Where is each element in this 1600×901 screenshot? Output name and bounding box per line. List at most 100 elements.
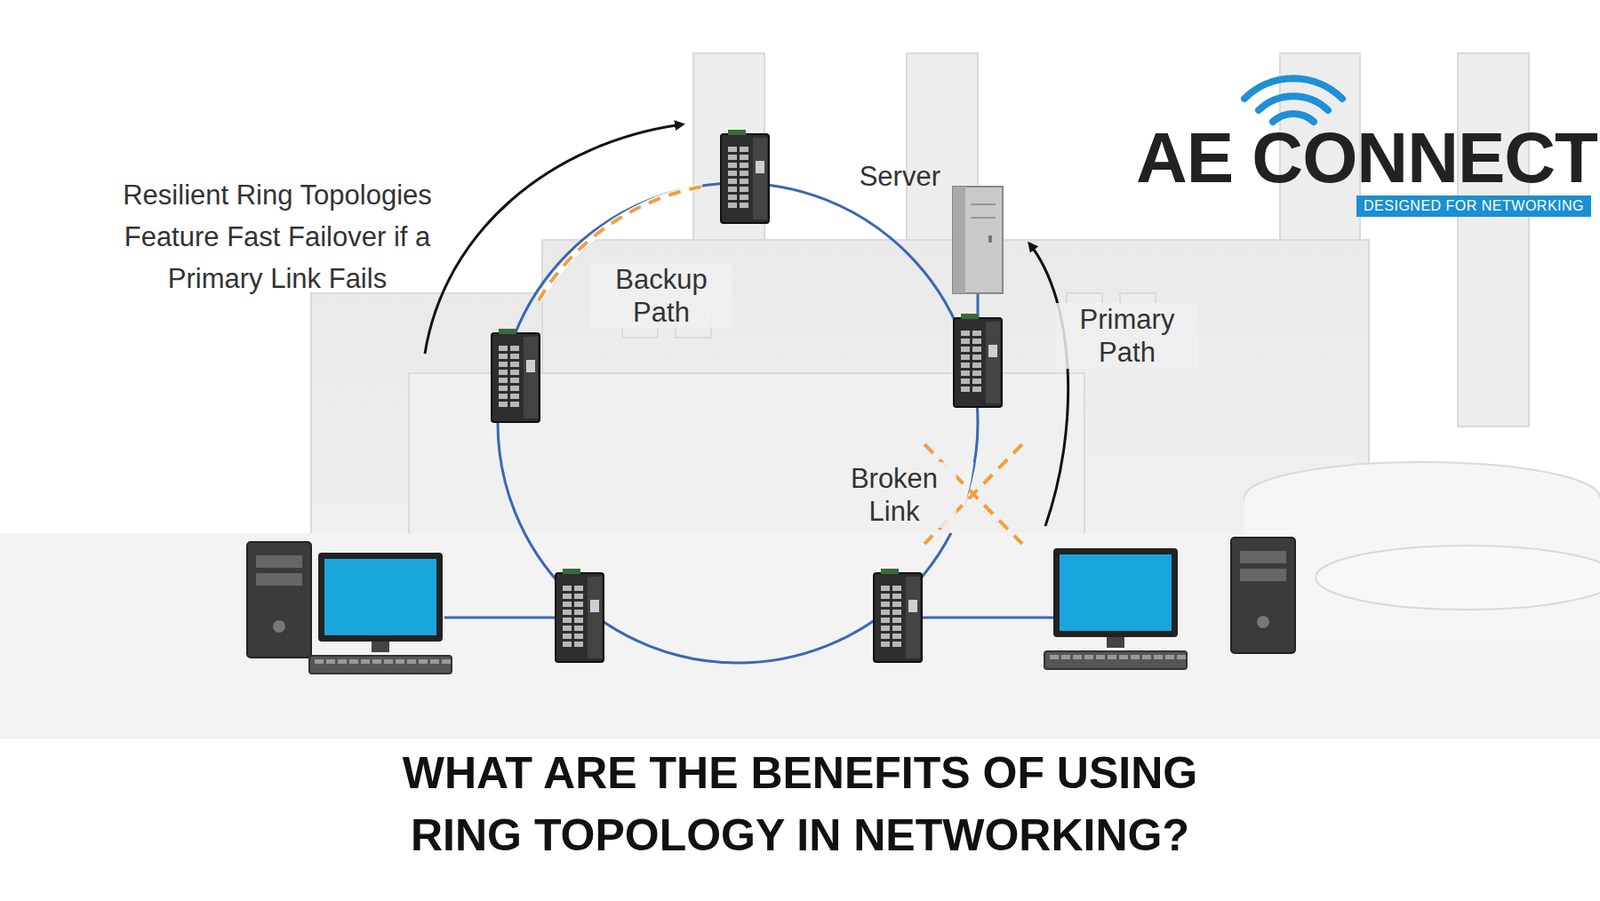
shape-part: [728, 154, 737, 160]
shape-part: [972, 346, 982, 352]
shape-part: [880, 617, 890, 624]
shape-part: [739, 162, 749, 168]
shape-part: [739, 194, 749, 200]
shape-part: [1096, 655, 1105, 660]
shape-part: [739, 186, 749, 192]
shape-part: [574, 609, 584, 616]
shape-part: [739, 178, 749, 184]
shape-part: [960, 313, 979, 320]
switch-icon: [491, 328, 540, 423]
shape-part: [1176, 655, 1186, 660]
shape-part: [880, 601, 890, 608]
shape-part: [272, 620, 286, 633]
path-label: Backup Path: [590, 263, 733, 329]
shape-part: [1130, 655, 1140, 660]
shape-part: [498, 401, 508, 408]
shape-part: [371, 641, 390, 653]
shape-part: [953, 318, 1002, 408]
shape-part: [972, 362, 982, 368]
shape-part: [384, 659, 393, 664]
node-text: Server: [859, 160, 941, 193]
shape-part: [960, 386, 970, 392]
shape-part: [972, 370, 982, 376]
shape-part: [562, 609, 572, 616]
shape-part: [574, 633, 584, 640]
shape-part: [1119, 655, 1128, 660]
shape-part: [1165, 655, 1175, 660]
shape-part: [728, 146, 737, 152]
shape-part: [491, 333, 540, 423]
server-icon: [952, 186, 1003, 294]
shape-part: [510, 353, 520, 360]
shape-part: [880, 568, 899, 575]
shape-part: [873, 573, 922, 663]
shape-part: [720, 134, 769, 224]
shape-part: [972, 338, 982, 344]
shape-part: [1072, 655, 1082, 660]
shape-part: [498, 361, 508, 368]
shape-part: [1044, 651, 1187, 670]
shape-part: [1107, 655, 1117, 660]
shape-part: [510, 385, 520, 392]
shape-part: [590, 600, 600, 613]
shape-part: [510, 345, 520, 352]
shape-part: [892, 609, 902, 616]
wifi-logo-arcs: [1244, 78, 1343, 122]
shape-part: [880, 585, 890, 592]
shape-part: [988, 344, 998, 358]
computer-icon: [1044, 537, 1296, 670]
shape-part: [728, 202, 737, 208]
primary-arrow: [1029, 243, 1069, 527]
shape-part: [498, 385, 508, 392]
ring-link: [497, 183, 978, 664]
switch-icon: [953, 313, 1002, 408]
shape-part: [1049, 655, 1059, 660]
shape-part: [1240, 551, 1287, 564]
shape-part: [574, 593, 584, 600]
shape-part: [892, 585, 902, 592]
shape-part: [960, 362, 970, 368]
shape-part: [574, 641, 584, 648]
switch-icon: [555, 568, 604, 663]
shape-part: [498, 377, 508, 384]
shape-part: [309, 656, 452, 674]
shape-part: [892, 633, 902, 640]
shape-part: [587, 576, 602, 659]
shape-part: [728, 194, 737, 200]
shape-part: [562, 601, 572, 608]
shape-part: [960, 338, 970, 344]
shape-part: [574, 585, 584, 592]
shape-part: [960, 354, 970, 360]
shape-part: [562, 568, 581, 575]
shape-part: [498, 345, 508, 352]
note-text: Resilient Ring Topologies Feature Fast F…: [81, 174, 473, 300]
shape-part: [755, 160, 765, 174]
shape-part: [1053, 548, 1178, 638]
shape-part: [318, 552, 443, 642]
shape-part: [574, 617, 584, 624]
shape-part: [985, 321, 1000, 404]
shape-part: [510, 369, 520, 376]
shape-part: [972, 386, 982, 392]
shape-part: [1231, 537, 1296, 654]
shape-part: [326, 659, 336, 664]
shape-part: [880, 633, 890, 640]
shape-part: [739, 170, 749, 176]
shape-part: [562, 585, 572, 592]
shape-part: [739, 154, 749, 160]
node-text: DESIGNED FOR NETWORKING: [1363, 197, 1584, 216]
shape-part: [880, 609, 890, 616]
shape-part: [1142, 655, 1152, 660]
shape-part: [372, 659, 382, 664]
shape-part: [418, 659, 428, 664]
shape-part: [562, 641, 572, 648]
shape-part: [905, 576, 920, 659]
shape-part: [256, 555, 303, 568]
shape-part: [728, 162, 737, 168]
shape-part: [574, 625, 584, 632]
shape-part: [972, 378, 982, 384]
shape-part: [498, 353, 508, 360]
logo-text: AE CONNECT: [1136, 117, 1598, 200]
shape-part: [880, 625, 890, 632]
shape-part: [349, 659, 359, 664]
